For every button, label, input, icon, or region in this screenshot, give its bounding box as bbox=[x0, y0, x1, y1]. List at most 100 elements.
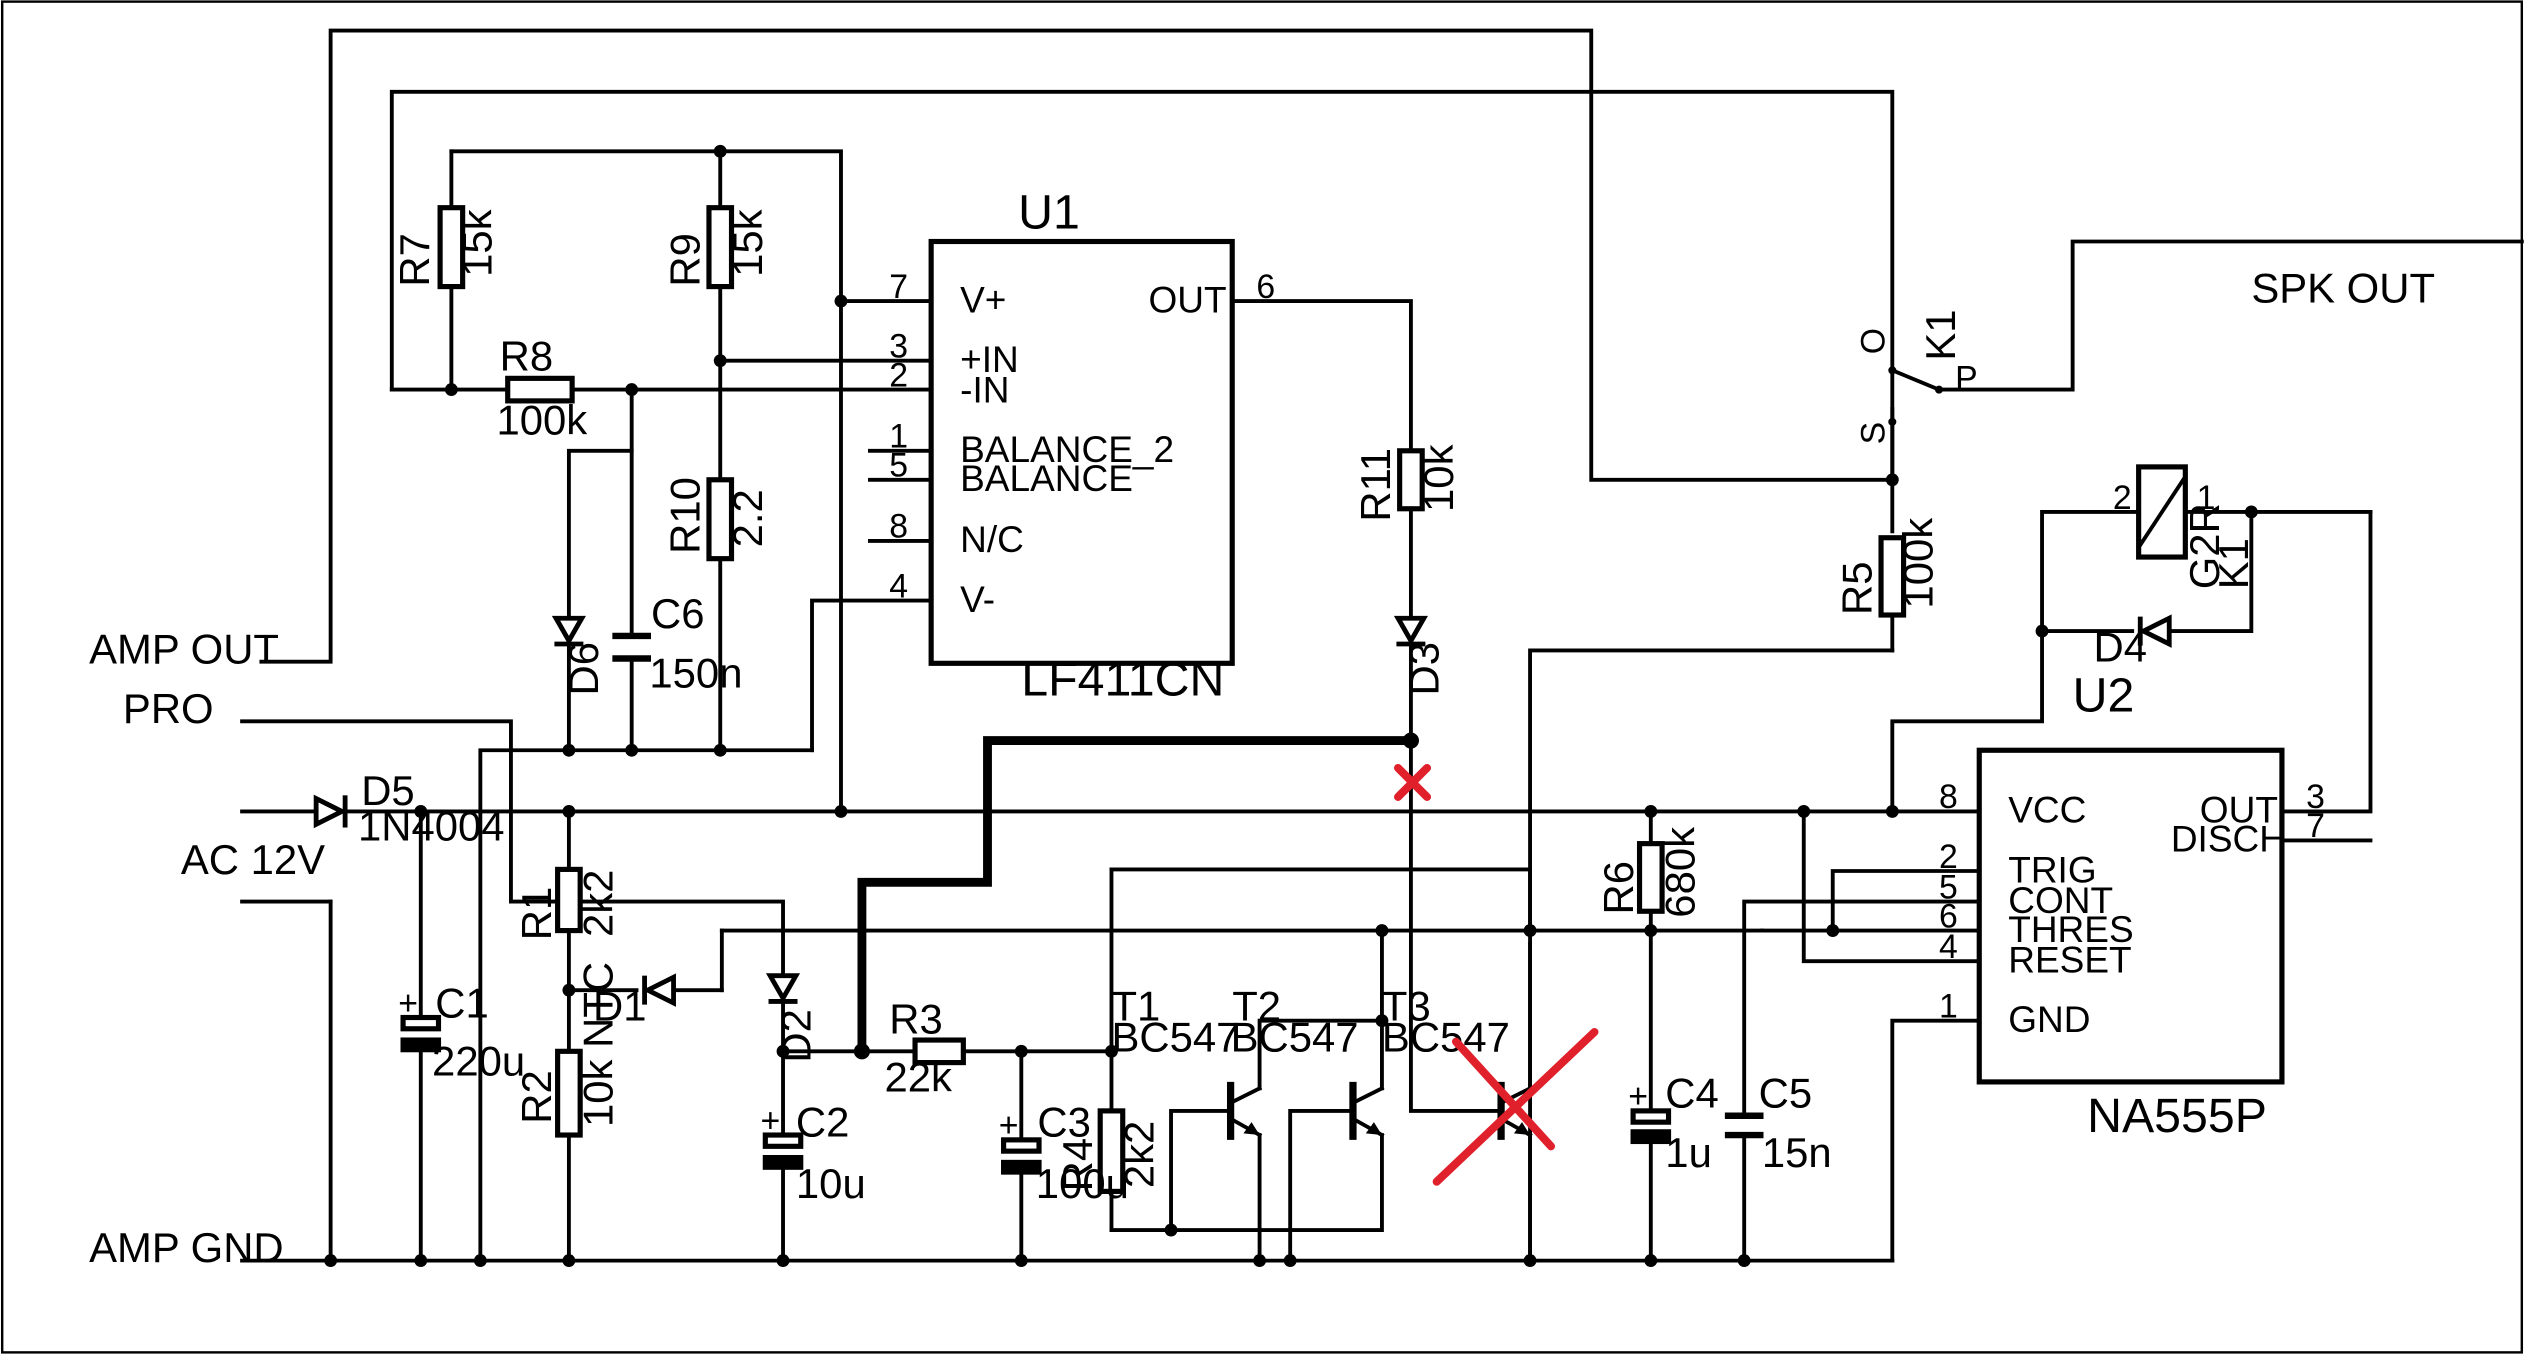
u1-pin-number: 6 bbox=[1256, 268, 1275, 306]
u1-pin-name: OUT bbox=[1148, 278, 1226, 320]
c5-ref: C5 bbox=[1759, 1070, 1813, 1117]
t3-part: BC547 bbox=[1382, 1013, 1510, 1060]
diode-d1: D1 bbox=[593, 973, 676, 1030]
r4-value: 2k2 bbox=[1115, 1121, 1162, 1188]
d4-ref: D4 bbox=[2094, 624, 2148, 671]
transistor-t2: T2 BC547 bbox=[1226, 983, 1359, 1140]
u1-pin-name: V+ bbox=[960, 278, 1006, 320]
resistor-r7: R7 15k bbox=[391, 205, 501, 290]
u2-pin-number: 1 bbox=[1939, 988, 1958, 1026]
removed-transistor-cross bbox=[1432, 1027, 1599, 1186]
c2-value: 10u bbox=[796, 1160, 866, 1207]
d2-ref: D2 bbox=[772, 1009, 819, 1063]
r7-ref: R7 bbox=[391, 233, 438, 287]
c6-value: 150n bbox=[649, 649, 742, 696]
capacitor-c2: + C2 10u bbox=[760, 1099, 865, 1207]
cut-mark bbox=[1394, 763, 1432, 801]
u1-pin-name: BALANCE_2 bbox=[960, 428, 1174, 470]
u2-ref: U2 bbox=[2073, 669, 2135, 723]
port-ac12v: AC 12V bbox=[181, 836, 325, 883]
junctions bbox=[324, 144, 2258, 1268]
port-labels: AMP OUT PRO AC 12V AMP GND SPK OUT bbox=[89, 265, 2435, 1272]
c3-value: 100u bbox=[1036, 1160, 1129, 1207]
r5-ref: R5 bbox=[1833, 562, 1880, 616]
wiring bbox=[240, 28, 2524, 1263]
c6-ref: C6 bbox=[651, 590, 705, 637]
c3-plus: + bbox=[999, 1107, 1019, 1145]
u1-pin-name: V- bbox=[960, 578, 995, 620]
c4-value: 1u bbox=[1665, 1129, 1712, 1176]
r11-value: 10k bbox=[1415, 444, 1462, 512]
resistor-r3: R3 22k bbox=[884, 996, 966, 1101]
c4-plus: + bbox=[1628, 1078, 1648, 1116]
u2-part: NA555P bbox=[2087, 1089, 2267, 1143]
u2-pin-name: THRES bbox=[2008, 908, 2133, 950]
u2-pin-number: 4 bbox=[1939, 928, 1958, 966]
u1-pin-name: +IN bbox=[960, 338, 1019, 380]
c2-plus: + bbox=[760, 1102, 780, 1140]
ic-u2: U2 NA555P VCC TRIG CONT THRES RESET GND … bbox=[1939, 669, 2325, 1143]
u2-pin-name: CONT bbox=[2008, 879, 2113, 921]
r8-ref: R8 bbox=[500, 332, 554, 379]
u2-pin-number: 5 bbox=[1939, 868, 1958, 906]
u2-pin-name: OUT bbox=[2200, 789, 2278, 831]
r10-ref: R10 bbox=[661, 477, 708, 554]
relay-part: G2R bbox=[2181, 503, 2228, 589]
c1-plus: + bbox=[398, 984, 418, 1022]
d5-ref: D5 bbox=[361, 767, 415, 814]
t1-part: BC547 bbox=[1111, 1013, 1239, 1060]
u1-pin-number: 4 bbox=[889, 567, 908, 605]
c3-ref: C3 bbox=[1037, 1099, 1090, 1146]
resistor-r5: R5 100k bbox=[1833, 518, 1942, 618]
transistor-t1: T1 BC547 bbox=[1111, 983, 1239, 1061]
t2-part: BC547 bbox=[1231, 1013, 1359, 1060]
port-amp-out: AMP OUT bbox=[89, 625, 279, 672]
u2-pin-number: 3 bbox=[2306, 778, 2325, 816]
diode-d5: D5 1N4004 bbox=[313, 767, 505, 849]
d5-part: 1N4004 bbox=[358, 802, 505, 849]
transistor-t3: T3 BC547 bbox=[1349, 983, 1510, 1140]
relay-contact-s: S bbox=[1854, 422, 1892, 445]
r7-value: 15k bbox=[454, 209, 501, 277]
diode-d2: D2 bbox=[765, 973, 819, 1063]
u1-pin-name: N/C bbox=[960, 518, 1024, 560]
resistor-r8: R8 100k bbox=[496, 332, 587, 443]
r2-value: 10k NTC bbox=[574, 962, 621, 1127]
u1-pin-number: 2 bbox=[889, 356, 908, 394]
u2-pin-number: 8 bbox=[1939, 778, 1958, 816]
resistor-r9: R9 15k bbox=[661, 205, 771, 290]
u1-pin-number: 3 bbox=[889, 327, 908, 365]
d6-ref: D6 bbox=[560, 642, 607, 696]
t2-ref: T2 bbox=[1232, 983, 1281, 1030]
u1-pin-name: -IN bbox=[960, 368, 1009, 410]
u1-part: LF411CN bbox=[1021, 653, 1224, 707]
r6-ref: R6 bbox=[1595, 861, 1642, 915]
c1-value: 220u bbox=[432, 1037, 525, 1084]
u1-pin-number: 5 bbox=[889, 447, 908, 485]
r3-ref: R3 bbox=[889, 996, 942, 1043]
resistor-r1: R1 2k2 bbox=[513, 866, 621, 940]
relay-k1: 2 1 G2R K1 O P S K1 bbox=[1854, 309, 2257, 589]
port-spk-out: SPK OUT bbox=[2251, 265, 2435, 312]
u2-pin-name: RESET bbox=[2008, 938, 2131, 980]
capacitor-c4: + C4 1u bbox=[1628, 1070, 1719, 1177]
diode-d4: D4 bbox=[2094, 614, 2172, 671]
r3-value: 22k bbox=[884, 1054, 952, 1101]
u1-pin-number: 7 bbox=[889, 268, 908, 306]
r6-value: 680k bbox=[1656, 827, 1703, 918]
t3-ref: T3 bbox=[1382, 983, 1431, 1030]
u2-pin-number: 2 bbox=[1939, 838, 1958, 876]
r5-value: 100k bbox=[1895, 518, 1942, 609]
capacitor-c3: + C3 100u bbox=[999, 1099, 1129, 1207]
u1-ref: U1 bbox=[1018, 186, 1080, 240]
t1-ref: T1 bbox=[1111, 983, 1160, 1030]
u2-pin-number: 6 bbox=[1939, 897, 1958, 935]
u1-pin-name: BALANCE bbox=[960, 457, 1133, 499]
u1-pin-number: 8 bbox=[889, 508, 908, 546]
c1-ref: C1 bbox=[435, 980, 489, 1027]
r4-ref: R4 bbox=[1054, 1138, 1101, 1192]
r9-ref: R9 bbox=[661, 233, 708, 287]
u2-pin-name: DISCH bbox=[2171, 818, 2286, 860]
